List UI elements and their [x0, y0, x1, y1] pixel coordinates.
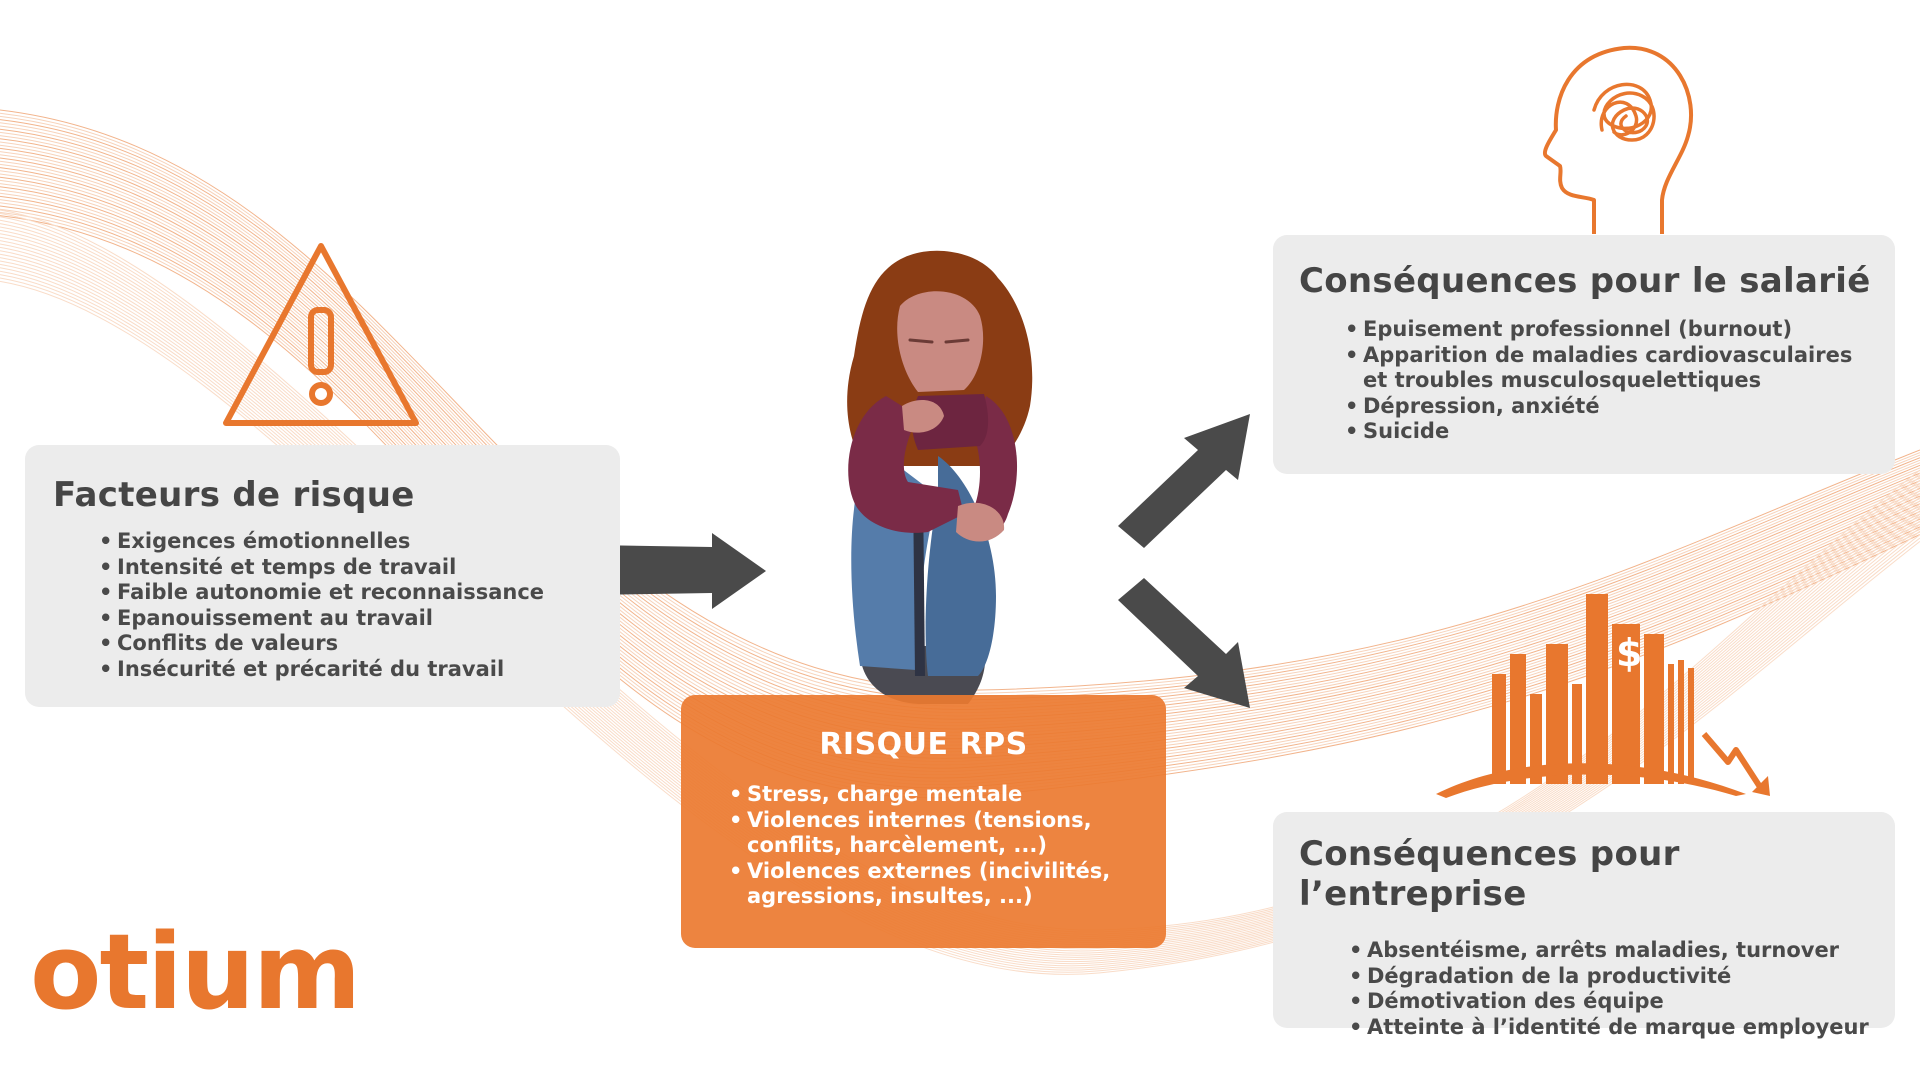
- list-item: Stress, charge mentale: [727, 782, 1147, 808]
- list-item: Absentéisme, arrêts maladies, turnover: [1347, 938, 1895, 964]
- list-item: Atteinte à l’identité de marque employeu…: [1347, 1015, 1895, 1041]
- company-consequences-card: Conséquences pour l’entreprise Absentéis…: [1273, 812, 1895, 1040]
- list-item: Dépression, anxiété: [1343, 394, 1863, 420]
- city-dollar-decline-icon: $: [1436, 594, 1770, 798]
- rps-risk-list: Stress, charge mentale Violences interne…: [727, 782, 1147, 910]
- list-item: Epanouissement au travail: [97, 606, 620, 632]
- employee-consequences-card: Conséquences pour le salarié Epuisement …: [1273, 235, 1895, 474]
- list-item: Apparition de maladies cardiovasculaires…: [1343, 343, 1863, 394]
- otium-logo: otium: [30, 911, 361, 1033]
- list-item: Faible autonomie et reconnaissance: [97, 580, 620, 606]
- rps-risk-card: RISQUE RPS Stress, charge mentale Violen…: [681, 695, 1166, 948]
- company-consequences-title: Conséquences pour l’entreprise: [1299, 834, 1680, 914]
- warning-triangle-icon: [223, 243, 419, 426]
- arrow-to-company: [1118, 578, 1250, 708]
- list-item: Suicide: [1343, 419, 1863, 445]
- list-item: Intensité et temps de travail: [97, 555, 620, 581]
- distressed-person-illustration: [847, 250, 1033, 704]
- list-item: Violences internes (tensions, conflits, …: [727, 808, 1147, 859]
- rps-risk-title: RISQUE RPS: [819, 727, 1028, 762]
- risk-factors-card: Facteurs de risque Exigences émotionnell…: [25, 445, 620, 707]
- list-item: Dégradation de la productivité: [1347, 964, 1895, 990]
- arrow-to-rps: [590, 533, 766, 609]
- list-item: Violences externes (incivilités, agressi…: [727, 859, 1147, 910]
- list-item: Insécurité et précarité du travail: [97, 657, 620, 683]
- brain-head-icon: [1543, 45, 1694, 234]
- employee-consequences-list: Epuisement professionnel (burnout) Appar…: [1343, 317, 1863, 445]
- risk-factors-list: Exigences émotionnelles Intensité et tem…: [97, 529, 620, 682]
- svg-text:$: $: [1616, 631, 1642, 675]
- list-item: Conflits de valeurs: [97, 631, 620, 657]
- company-consequences-list: Absentéisme, arrêts maladies, turnover D…: [1347, 938, 1895, 1040]
- list-item: Démotivation des équipe: [1347, 989, 1895, 1015]
- employee-consequences-title: Conséquences pour le salarié: [1299, 261, 1871, 301]
- risk-factors-title: Facteurs de risque: [53, 475, 415, 515]
- list-item: Exigences émotionnelles: [97, 529, 620, 555]
- list-item: Epuisement professionnel (burnout): [1343, 317, 1863, 343]
- arrow-to-employee: [1118, 414, 1250, 548]
